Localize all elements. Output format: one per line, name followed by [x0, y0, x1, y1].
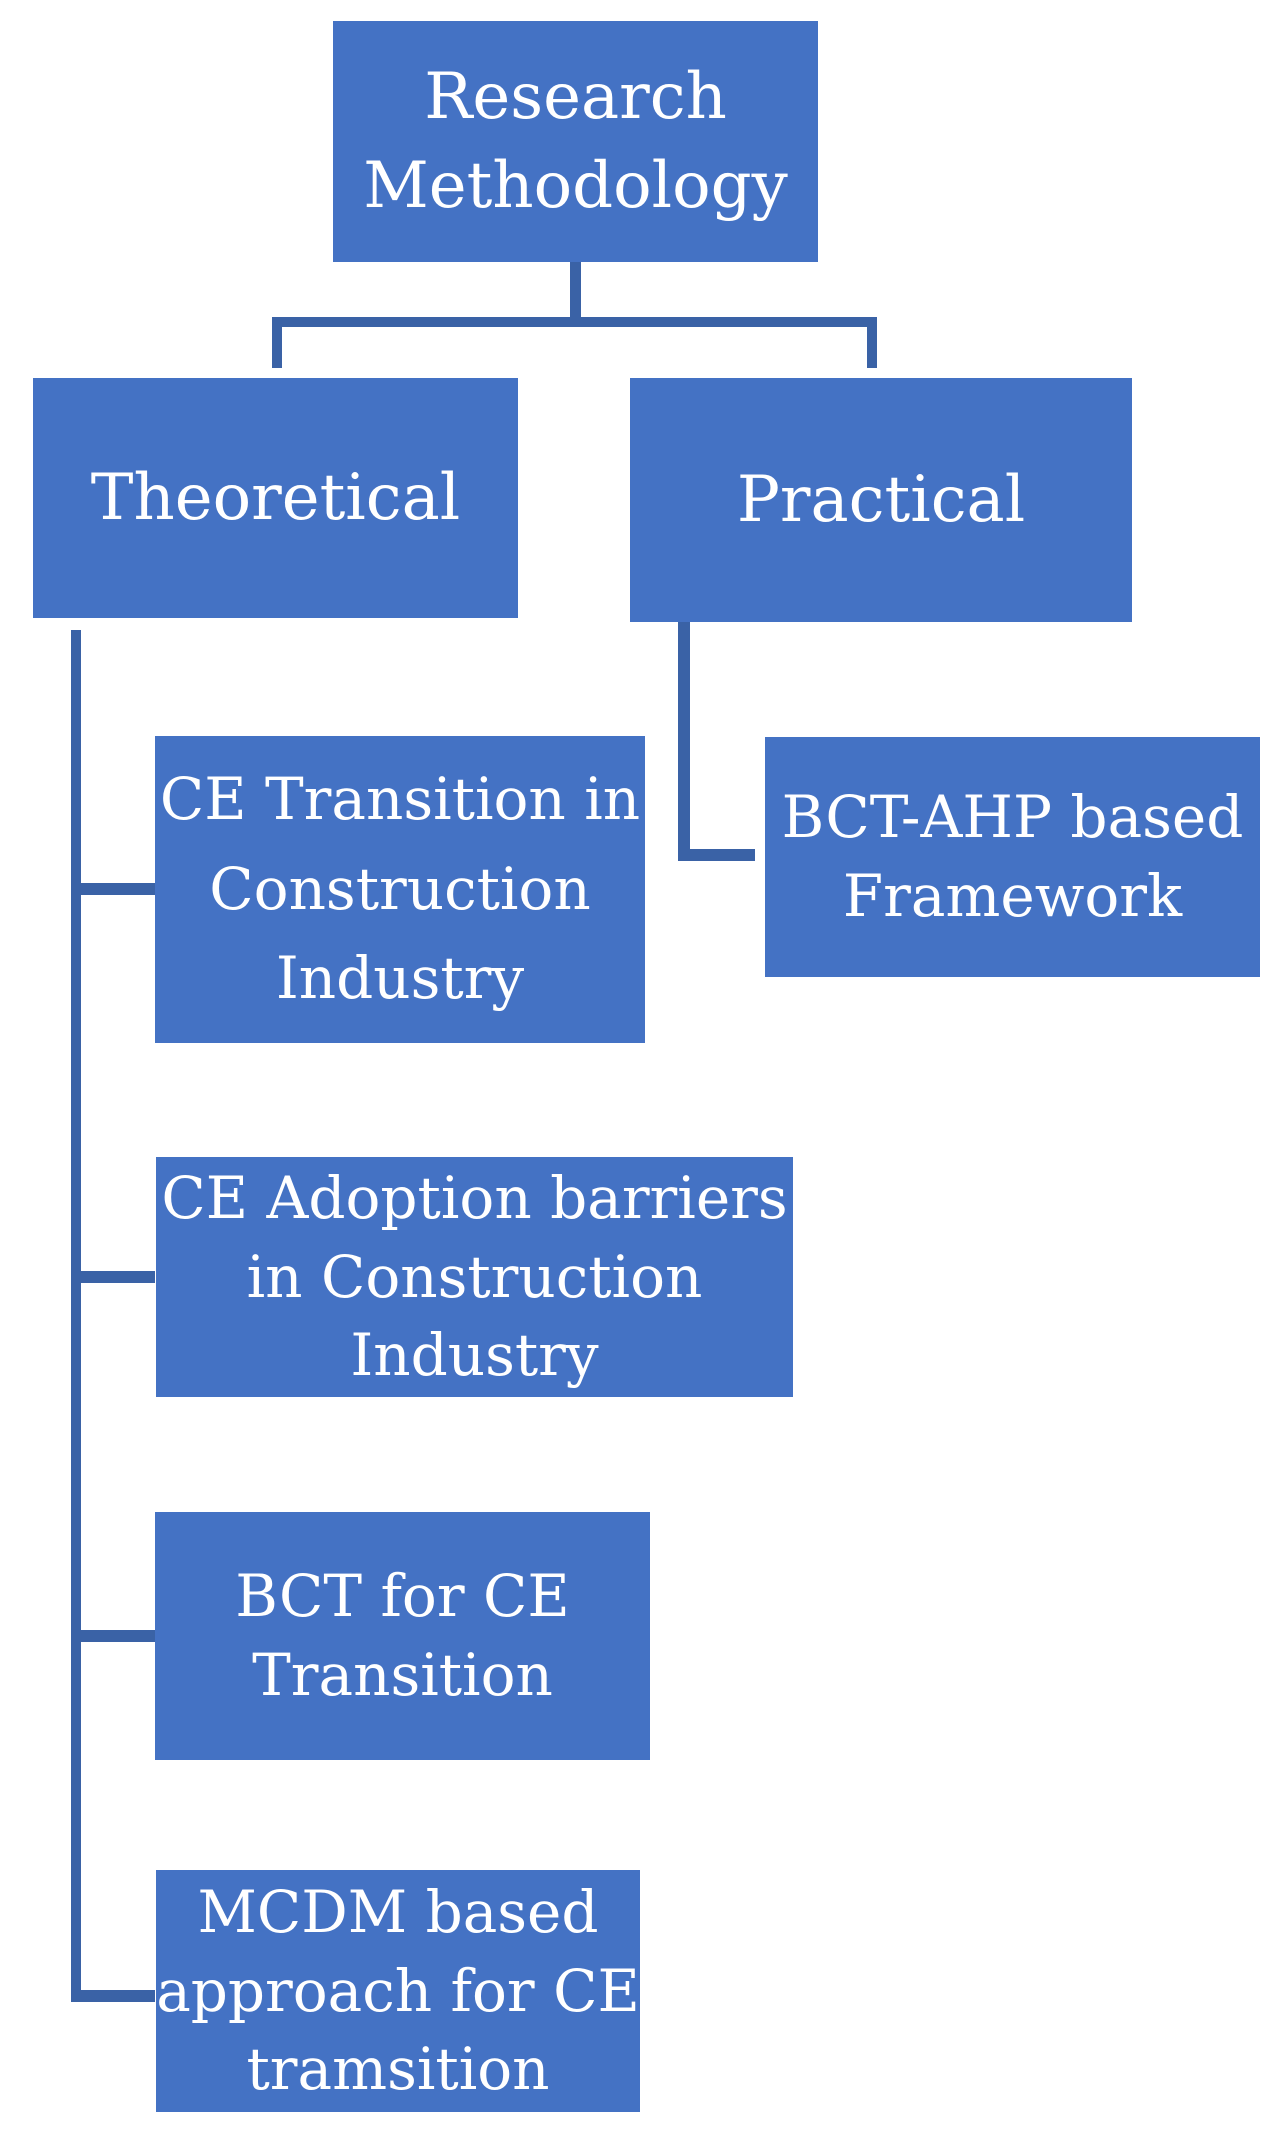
node-label-line: Industry	[275, 944, 525, 1013]
connector-drop-theoretical	[272, 327, 282, 368]
node-label-line: Construction	[209, 854, 591, 923]
node-bct-ahp-framework: BCT-AHP based Framework	[765, 737, 1260, 977]
node-label-line: MCDM based	[197, 1877, 599, 1946]
node-label-line: CE Transition in	[159, 764, 641, 833]
node-theoretical: Theoretical	[33, 378, 518, 618]
node-ce-adoption-barriers: CE Adoption barriers in Construction Ind…	[156, 1157, 793, 1397]
node-label-line: approach for CE	[156, 1956, 640, 2025]
node-label-line: Research	[424, 60, 727, 135]
node-mcdm: MCDM based approach for CE tramsition	[156, 1870, 640, 2112]
node-ce-transition: CE Transition in Construction Industry	[155, 736, 645, 1043]
connector-stub-bct-for-ce	[81, 1630, 155, 1642]
node-label-line: BCT for CE	[235, 1562, 570, 1631]
connector-drop-practical	[867, 327, 877, 368]
node-label-line: Practical	[736, 462, 1026, 537]
node-label-line: CE Adoption barriers	[161, 1163, 788, 1232]
connector-root-stem	[570, 262, 581, 322]
node-research-methodology: Research Methodology	[333, 21, 818, 262]
connector-stub-mcdm	[81, 1990, 155, 2002]
node-label-line: Theoretical	[90, 460, 461, 535]
connector-stub-ce-transition	[81, 883, 155, 895]
node-label-line: Methodology	[363, 148, 788, 223]
node-label-line: Transition	[252, 1641, 553, 1709]
node-bct-for-ce: BCT for CE Transition	[155, 1512, 650, 1760]
node-label-line: Framework	[842, 862, 1183, 930]
connector-stub-ce-adoption-barriers	[81, 1271, 155, 1283]
connector-stub-bct-ahp	[678, 849, 755, 861]
node-label-line: in Construction	[246, 1242, 703, 1311]
node-label-line: BCT-AHP based	[781, 783, 1244, 852]
node-label-line: Industry	[350, 1321, 599, 1390]
connector-theoretical-trunk	[71, 630, 81, 2002]
node-label-line: tramsition	[246, 2035, 550, 2104]
node-practical: Practical	[630, 378, 1132, 622]
connector-branch-bar	[272, 317, 877, 327]
connector-practical-stem	[678, 622, 690, 861]
